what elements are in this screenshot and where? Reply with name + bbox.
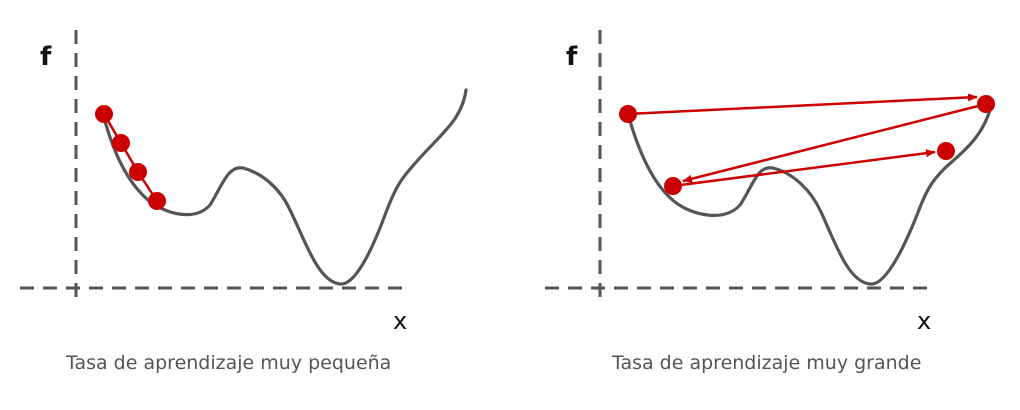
- y-axis-label: f: [566, 42, 578, 72]
- diagram-small-learning-rate: f x: [20, 30, 468, 335]
- x-axis-label: x: [917, 307, 931, 335]
- jump-arrow: [682, 102, 987, 183]
- panel-caption: Tasa de aprendizaje muy grande: [612, 352, 922, 374]
- step-marker: [977, 95, 995, 113]
- y-axis-label: f: [40, 42, 52, 72]
- jump-arrow: [672, 149, 936, 188]
- panel-caption: Tasa de aprendizaje muy pequeña: [66, 352, 392, 374]
- step-marker: [148, 192, 166, 210]
- step-marker: [937, 142, 955, 160]
- diagram-large-learning-rate: f x: [545, 30, 995, 335]
- loss-curve: [626, 100, 994, 286]
- step-marker: [129, 163, 147, 181]
- step-marker: [619, 105, 637, 123]
- panel-large-learning-rate: f x Tasa de aprendizaje muy grande: [525, 0, 1020, 410]
- descent-path: [102, 113, 159, 202]
- x-axis-label: x: [393, 307, 407, 335]
- step-marker: [664, 177, 682, 195]
- loss-curve: [101, 88, 468, 286]
- step-marker: [112, 134, 130, 152]
- panel-small-learning-rate: f x Tasa de aprendizaje muy pequeña: [0, 0, 470, 410]
- step-marker: [95, 105, 113, 123]
- jump-arrow: [627, 93, 978, 116]
